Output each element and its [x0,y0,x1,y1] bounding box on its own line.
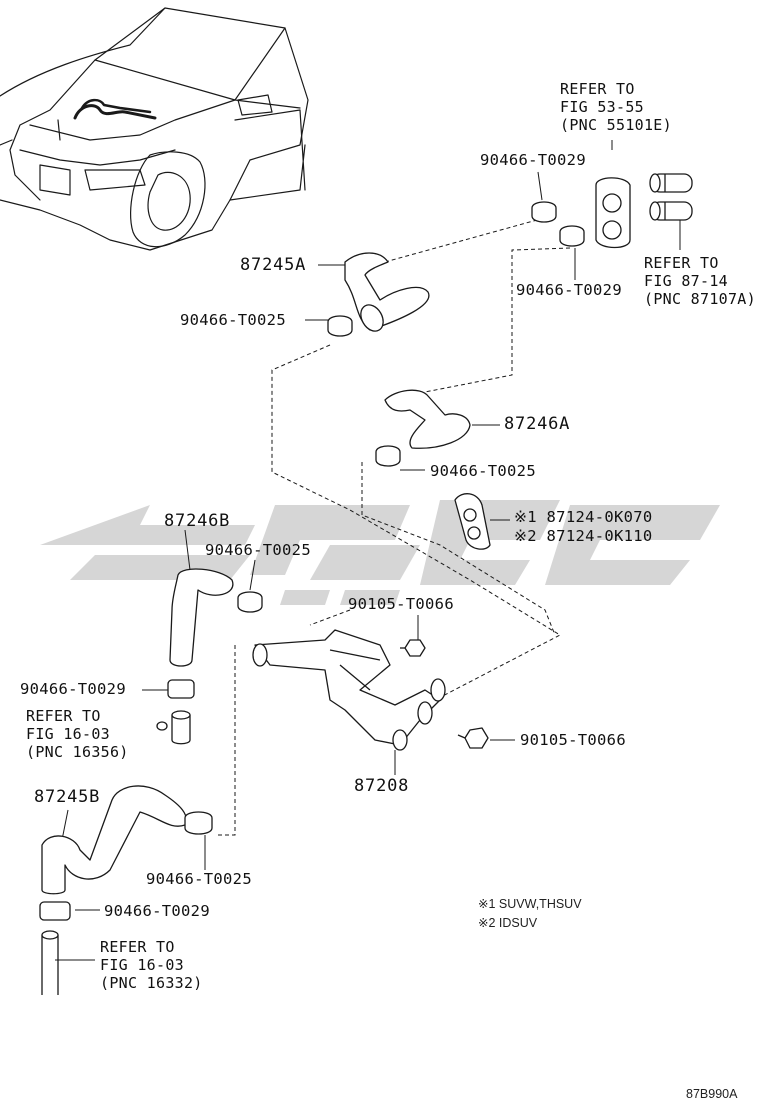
label-clamp-t0029-top-a: 90466-T0029 [480,151,586,169]
ref-line: (PNC 55101E) [560,116,672,134]
reference-fig-16-03-a: REFER TO FIG 16-03 (PNC 16356) [26,707,129,761]
ref-line: (PNC 16332) [100,974,203,992]
label-bolt-lower: 90105-T0066 [520,731,626,749]
label-bolt-upper: 90105-T0066 [348,595,454,613]
label-grommet-1: ※1 87124-0K070 [514,508,653,526]
grommet-87124 [454,493,491,550]
footnote-1: ※1 SUVW,THSUV [478,897,582,911]
leader-lines [215,214,571,836]
ref-line: REFER TO [560,80,635,98]
figure-id: 87B990A [686,1087,738,1101]
footnote-2: ※2 IDSUV [478,916,538,930]
vehicle-illustration [0,7,309,251]
label-clamp-t0025-mid: 90466-T0025 [430,462,536,480]
ref-line: (PNC 16356) [26,743,129,761]
ref-line: FIG 16-03 [26,725,110,743]
label-clamp-t0029-left: 90466-T0029 [20,680,126,698]
hose-87246a [384,389,471,449]
parts [39,173,693,995]
label-valve-87208: 87208 [354,776,410,796]
ref-line: REFER TO [644,254,719,272]
grommet-55101e [595,177,631,249]
ref-line: REFER TO [100,938,175,956]
water-valve-87208 [252,629,446,751]
ref-line: FIG 53-55 [560,98,644,116]
label-clamp-t0029-top-b: 90466-T0029 [516,281,622,299]
ref-line: FIG 87-14 [644,272,728,290]
ref-line: FIG 16-03 [100,956,184,974]
label-hose-87246b: 87246B [164,511,231,531]
label-hose-87246a: 87246A [504,414,571,434]
watermark-logo [40,500,720,605]
reference-fig-16-03-b: REFER TO FIG 16-03 (PNC 16332) [100,938,203,992]
reference-fig-87-14: REFER TO FIG 87-14 (PNC 87107A) [644,254,756,308]
ref-line: REFER TO [26,707,101,725]
label-clamp-t0025-lower: 90466-T0025 [146,870,252,888]
reference-fig-53-55: REFER TO FIG 53-55 (PNC 55101E) [560,80,672,134]
label-clamp-t0029-lower: 90466-T0029 [104,902,210,920]
label-clamp-t0025-left: 90466-T0025 [205,541,311,559]
callout-lines [55,140,681,961]
clamp-t0029-top [531,201,585,247]
label-hose-87245a: 87245A [240,255,307,275]
pipes-87107a [649,173,693,221]
hose-87245a [344,252,430,331]
hose-87246b [169,568,234,667]
ref-line: (PNC 87107A) [644,290,756,308]
label-clamp-t0025-upper: 90466-T0025 [180,311,286,329]
label-grommet-2: ※2 87124-0K110 [514,527,653,545]
label-hose-87245b: 87245B [34,787,101,807]
